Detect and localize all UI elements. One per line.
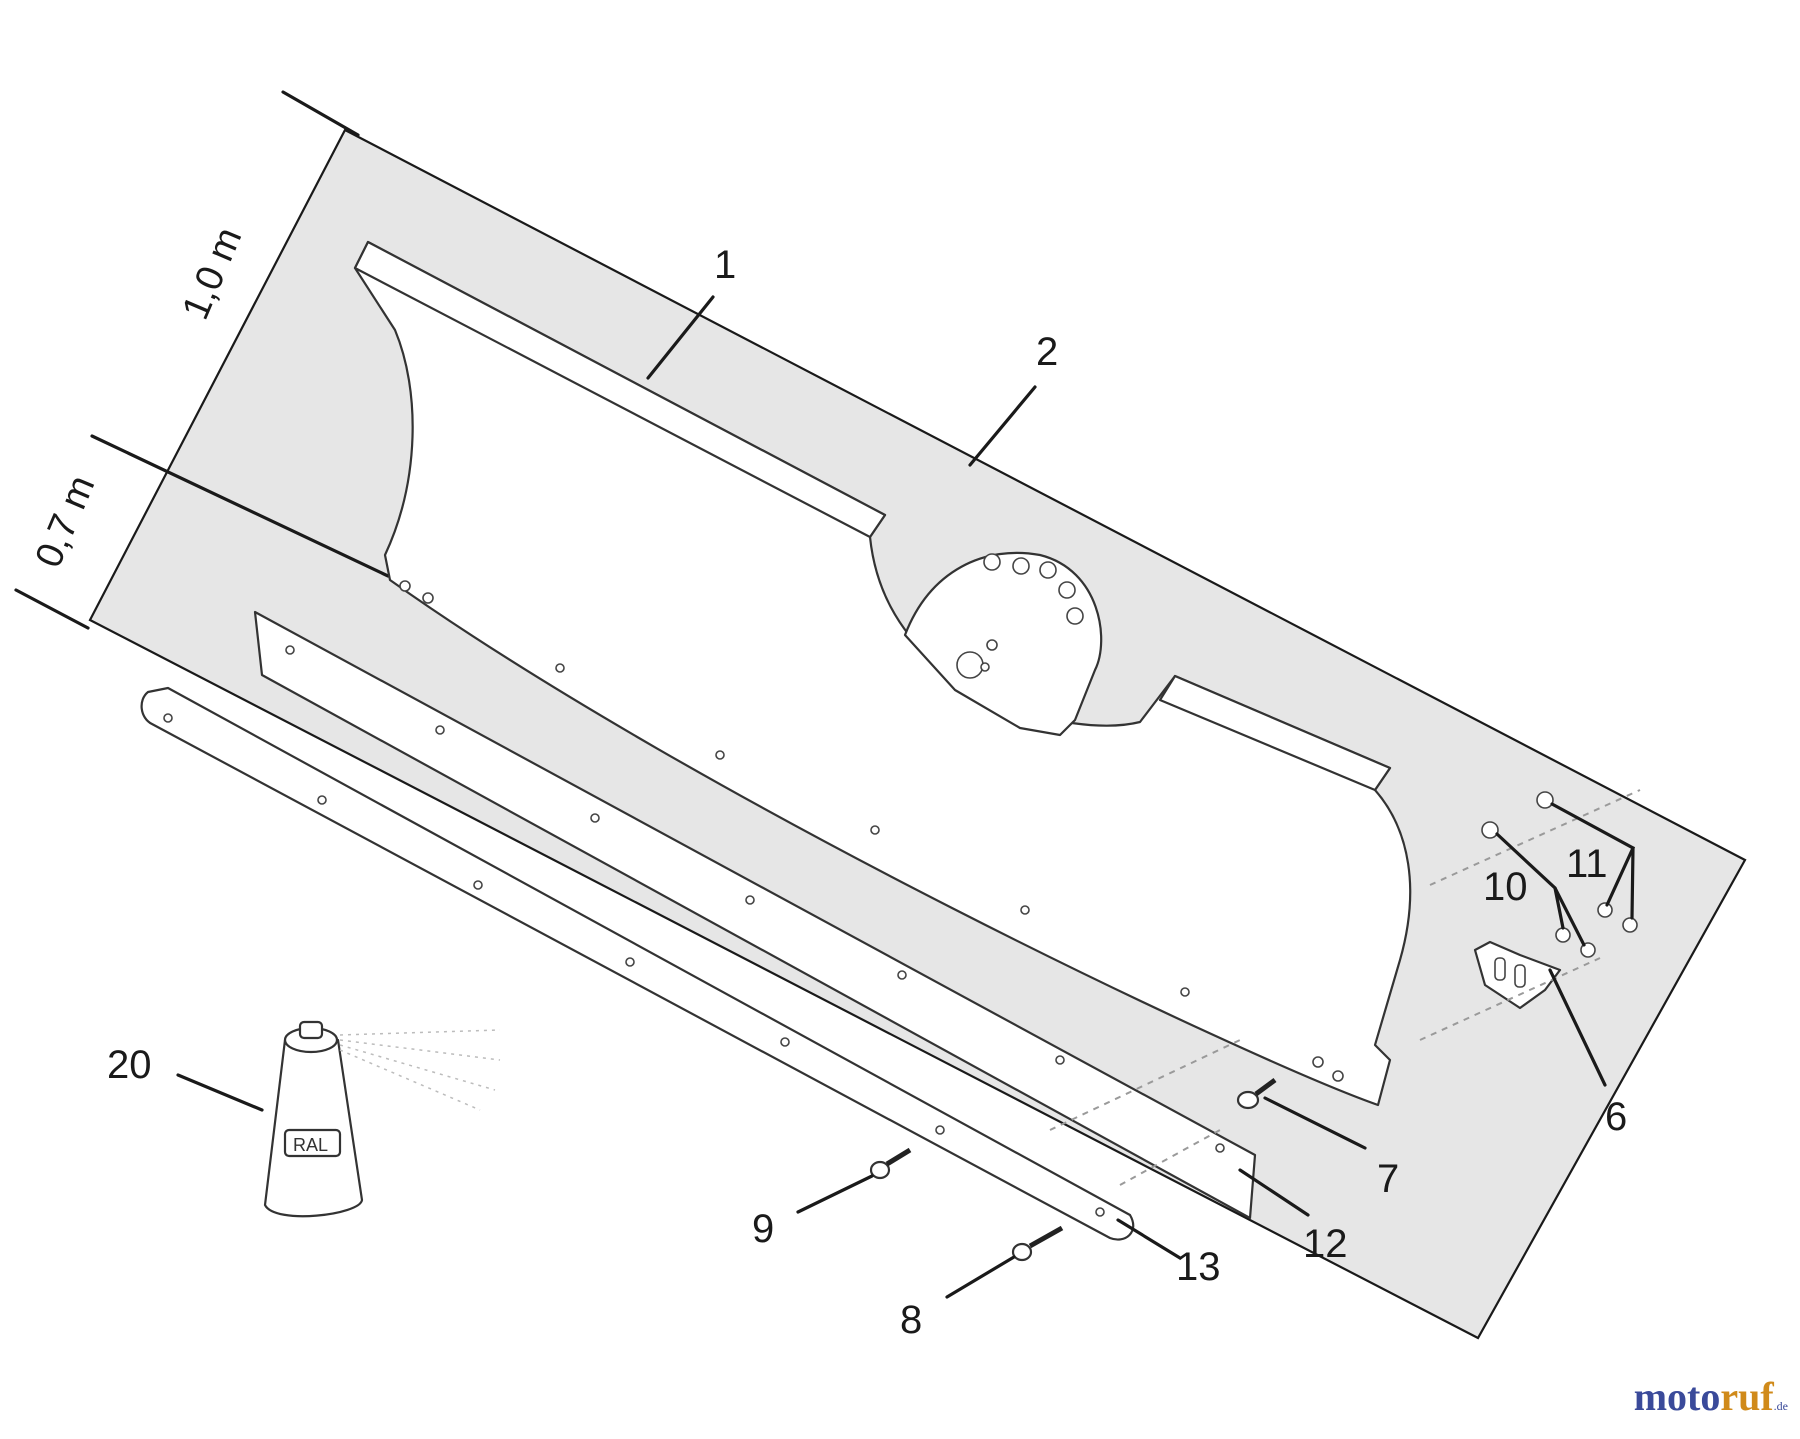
brand-name-a: moto [1633, 1374, 1721, 1419]
dimension-outer-label: 1,0 m [175, 222, 251, 326]
bolt-8 [1011, 1225, 1064, 1262]
scraper-bar-holes [163, 713, 1105, 1217]
scraper-bar [140, 686, 1135, 1241]
bolt-7 [1236, 1077, 1277, 1110]
part-label-6: 6 [1605, 1095, 1627, 1139]
leader-9 [796, 1174, 874, 1214]
pivot-mount [903, 551, 1103, 737]
leader-8 [945, 1255, 1016, 1299]
mount-hole [1039, 561, 1057, 579]
mount-hole [956, 651, 984, 679]
blade-hole [1332, 1070, 1344, 1082]
spray-can-label: RAL [293, 1135, 328, 1155]
assembly-line [1429, 789, 1641, 886]
mount-hole [983, 553, 1001, 571]
mount-hole [986, 639, 998, 651]
brand-logo: motoruf.de [1634, 1373, 1788, 1420]
part-label-10: 10 [1483, 865, 1528, 909]
part-label-7: 7 [1377, 1157, 1399, 1201]
leader-10b [1553, 886, 1586, 947]
leader-1 [646, 295, 715, 380]
mount-hole [1066, 607, 1084, 625]
leader-12 [1238, 1168, 1310, 1217]
wear-strip-holes [285, 645, 1225, 1153]
part-label-2: 2 [1036, 330, 1058, 374]
assembly-line [1419, 957, 1601, 1041]
brand-suffix: .de [1773, 1399, 1788, 1413]
part-label-11: 11 [1566, 842, 1608, 886]
bracket-slot [1494, 957, 1506, 981]
spray-mist [339, 1029, 501, 1111]
brand-name-b: ruf [1720, 1374, 1774, 1419]
part-label-1: 1 [714, 243, 736, 287]
leader-7 [1263, 1096, 1367, 1150]
part-label-13: 13 [1176, 1245, 1221, 1289]
mount-hole [1058, 581, 1076, 599]
wear-strip [253, 610, 1257, 1220]
blade-right-rim [1158, 674, 1392, 792]
mount-hole [980, 662, 990, 672]
leader-6 [1548, 968, 1607, 1087]
bracket-slot [1514, 964, 1526, 988]
spray-can: RAL [263, 1020, 364, 1218]
part-label-20: 20 [107, 1043, 152, 1087]
blade-hole [1312, 1056, 1324, 1068]
blade-top-rim [353, 240, 887, 539]
dim-line-middle [90, 434, 390, 578]
part-label-9: 9 [752, 1207, 774, 1251]
mount-hole [1012, 557, 1030, 575]
dimension-inner-label: 0,7 m [28, 470, 104, 574]
dim-line-bottom [14, 588, 90, 630]
blade-hole [399, 580, 411, 592]
leader-20 [176, 1073, 264, 1112]
dim-line-top [281, 90, 360, 137]
leader-2 [968, 385, 1037, 467]
blade-hole [422, 592, 434, 604]
leader-11b [1630, 846, 1635, 920]
part-label-8: 8 [900, 1298, 922, 1342]
bolt-9 [869, 1147, 912, 1180]
leader-13 [1116, 1218, 1182, 1260]
part-label-12: 12 [1303, 1222, 1348, 1266]
